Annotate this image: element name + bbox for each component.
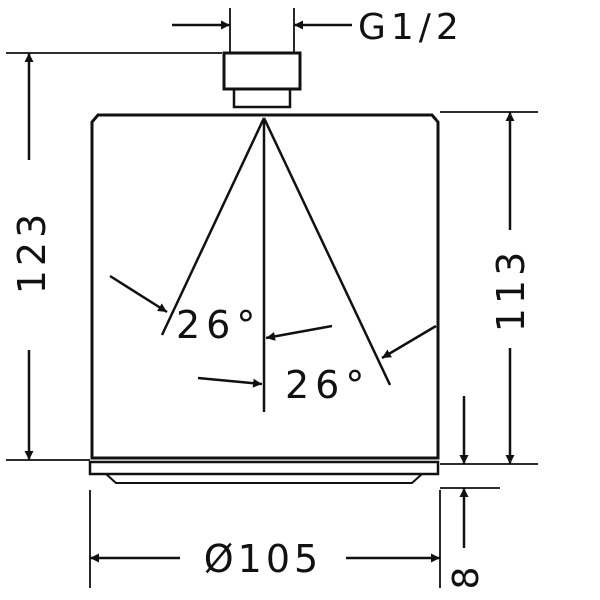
connector-nut	[222, 51, 302, 91]
spray-plate-lip	[103, 473, 425, 484]
overall-height-label: 123	[10, 210, 54, 295]
spray-angle-lines	[160, 117, 392, 412]
shower-head-outline	[88, 51, 440, 484]
spray-plate	[88, 460, 440, 476]
plate-thickness-label: 8	[446, 567, 487, 590]
extension-lines	[6, 8, 538, 588]
spray-angle-left-label: 26°	[176, 303, 261, 347]
diameter-label: Ø105	[204, 537, 322, 581]
shower-body	[90, 113, 440, 460]
thread-label: G1/2	[358, 7, 464, 48]
spray-angle-right-label: 26°	[285, 363, 370, 407]
connector-neck	[232, 87, 292, 109]
body-height-label: 113	[489, 248, 533, 333]
spray-angle-arrows	[109, 274, 437, 388]
